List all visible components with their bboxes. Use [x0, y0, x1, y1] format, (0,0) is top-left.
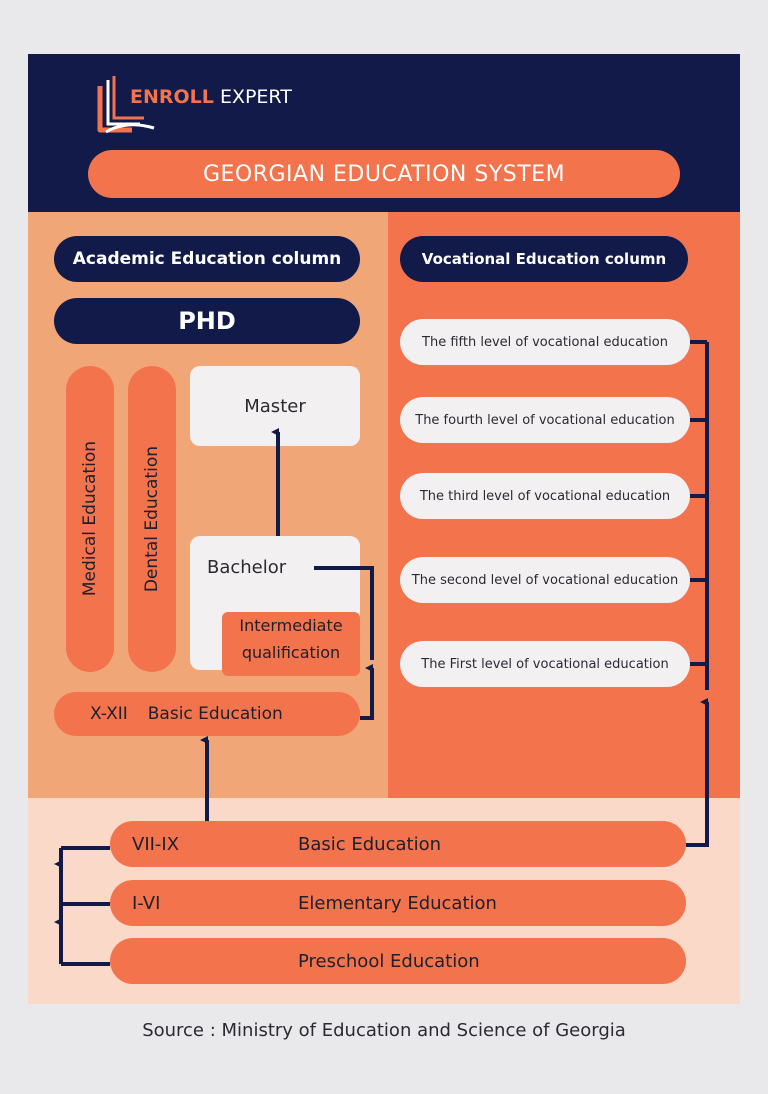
- page-title: GEORGIAN EDUCATION SYSTEM: [88, 150, 680, 198]
- intermediate-line-1: Intermediate: [239, 616, 343, 635]
- basic-education-label: Basic Education: [147, 704, 283, 724]
- vocational-level-1: The First level of vocational education: [400, 641, 690, 687]
- logo-text-bold: ENROLL: [130, 86, 214, 108]
- academic-column-heading: Academic Education column: [54, 236, 360, 282]
- logo-text: ENROLL EXPERT: [130, 86, 292, 108]
- elementary-education-box: I-VI Elementary Education: [110, 880, 686, 926]
- basic-education-x-xii-box: X-XII Basic Education: [54, 692, 360, 736]
- vocational-level-4: The fourth level of vocational education: [400, 397, 690, 443]
- vocational-level-3: The third level of vocational education: [400, 473, 690, 519]
- grade-range: I-VI: [132, 893, 161, 914]
- vocational-level-5: The fifth level of vocational education: [400, 319, 690, 365]
- basic-education-vii-ix-box: VII-IX Basic Education: [110, 821, 686, 867]
- bachelor-label: Bachelor: [207, 557, 287, 578]
- master-box: Master: [190, 366, 360, 446]
- dental-education-box: Dental Education: [128, 366, 176, 672]
- source-caption: Source : Ministry of Education and Scien…: [142, 1020, 626, 1041]
- preschool-education-box: Preschool Education: [110, 938, 686, 984]
- medical-education-label: Medical Education: [80, 441, 100, 597]
- medical-education-box: Medical Education: [66, 366, 114, 672]
- basic-education-label: Basic Education: [298, 834, 441, 855]
- enroll-expert-logo-icon: [97, 76, 155, 134]
- phd-box: PHD: [54, 298, 360, 344]
- intermediate-line-2: qualification: [241, 643, 341, 662]
- grade-range: VII-IX: [132, 834, 180, 855]
- vocational-level-2: The second level of vocational education: [400, 557, 690, 603]
- vocational-column-heading: Vocational Education column: [400, 236, 688, 282]
- logo-text-rest: EXPERT: [219, 86, 292, 108]
- intermediate-qualification-box: Intermediate qualification: [222, 612, 360, 676]
- dental-education-label: Dental Education: [142, 445, 162, 593]
- preschool-education-label: Preschool Education: [298, 951, 480, 972]
- grade-range: X-XII: [90, 704, 128, 724]
- elementary-education-label: Elementary Education: [298, 893, 497, 914]
